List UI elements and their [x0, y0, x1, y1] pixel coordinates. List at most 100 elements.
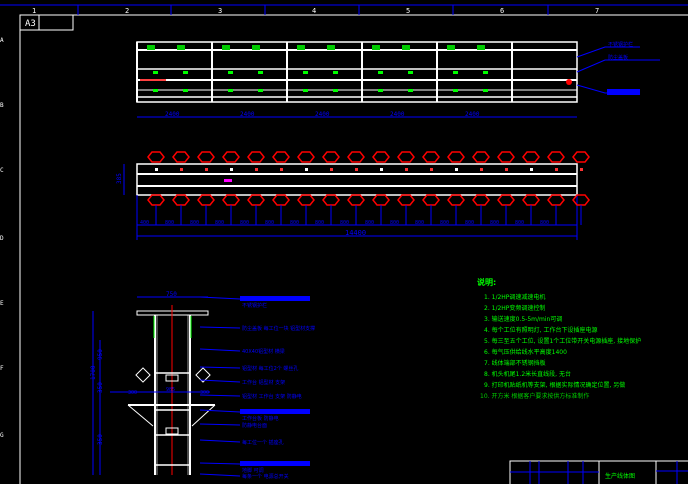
fixture-bottom: [333, 89, 338, 92]
pitch-dim: 800: [440, 220, 449, 226]
roller-icon: [497, 194, 515, 206]
sheet-frame: A3: [0, 4, 688, 484]
station-marker: [505, 168, 508, 171]
roller-icon: [422, 151, 440, 163]
pitch-dim: 800: [540, 220, 549, 226]
side-callout-text: 防尘盖板 每工位一块 铝型材支撑: [242, 325, 315, 332]
roller-icon: [522, 151, 540, 163]
light-fixture: [177, 45, 185, 50]
roller-icon: [472, 151, 490, 163]
light-fixture: [252, 45, 260, 50]
leader-line: [199, 348, 241, 352]
side-callout-text: 工作台 铝型材 支架: [242, 379, 285, 386]
side-vdim-2: 350: [97, 382, 104, 393]
leader-line: [199, 409, 241, 413]
sheet-size-label: A3: [25, 19, 36, 29]
side-callout-text: 不锈钢护栏: [242, 302, 267, 309]
row-label: C: [0, 167, 4, 174]
station-marker: [280, 168, 283, 171]
station-marker: [555, 168, 558, 171]
pitch-dim: 800: [165, 220, 174, 226]
roller-icon: [297, 151, 315, 163]
side-callout-text: 铝型材 工作台 支架 防静电: [242, 393, 302, 400]
light-fixture: [327, 45, 335, 50]
fixture-top: [303, 71, 308, 74]
row-label: E: [0, 300, 4, 307]
roller-icon: [397, 151, 415, 163]
roller-icon: [372, 194, 390, 206]
side-callout-text: 40X40铝型材 横梁: [242, 348, 285, 355]
leader-line: [199, 366, 241, 369]
drawing-title: 生产线体图: [605, 472, 635, 480]
station-marker: [255, 168, 258, 171]
fixture-bottom: [303, 89, 308, 92]
section-length-dim: 2400: [240, 111, 255, 118]
light-fixture: [402, 45, 410, 50]
note-item: 7. 线体端部不锈钢挡板: [484, 359, 546, 367]
note-item: 9. 打印机贴纸机等支架, 根据实际情况确定位置, 另做: [484, 381, 625, 389]
callout-dust-cover: 防尘盖板: [608, 54, 628, 61]
section-length-dim: 2400: [390, 111, 405, 118]
leader-line: [199, 296, 241, 300]
fixture-bottom: [228, 89, 233, 92]
roller-icon: [497, 151, 515, 163]
side-callout-text: 防静电台面: [242, 422, 267, 429]
pitch-dim: 800: [390, 220, 399, 226]
fixture-top: [408, 71, 413, 74]
leader-line: [199, 326, 241, 329]
note-item: 1. 1/2HP调速减速电机: [484, 293, 545, 301]
fixture-top: [183, 71, 188, 74]
pitch-dim: 800: [290, 220, 299, 226]
side-section-view: 750 1700 950 350 350 300 985 300: [90, 291, 216, 475]
side-callout-text: 铝型材 每工位2个 螺丝孔: [242, 365, 298, 372]
pitch-dim: 800: [240, 220, 249, 226]
roller-icon: [222, 194, 240, 206]
side-callout-text: 每工位一个 插座孔: [242, 439, 284, 446]
pitch-dim: 800: [365, 220, 374, 226]
section-length-dim: 2400: [315, 111, 330, 118]
side-callout-text: 每条一个 电源总开关: [242, 473, 289, 480]
column-label: 6: [500, 7, 504, 15]
note-item: 2. 1/2HP变频调速控制: [484, 304, 545, 312]
row-label: D: [0, 235, 4, 242]
station-marker: [480, 168, 483, 171]
station-marker: [305, 168, 308, 171]
pitch-dim: 800: [465, 220, 474, 226]
callout-guardrail: 不锈钢护栏: [608, 41, 633, 48]
fixture-bottom: [183, 89, 188, 92]
fixture-bottom: [258, 89, 263, 92]
leader-line: [199, 379, 241, 383]
station-marker: [155, 168, 158, 171]
roller-icon: [447, 194, 465, 206]
fixture-top: [153, 71, 158, 74]
pitch-dim: 800: [515, 220, 524, 226]
side-vdim-3: 350: [97, 434, 104, 445]
fixture-bottom: [483, 89, 488, 92]
roller-icon: [547, 194, 565, 206]
station-marker: [330, 168, 333, 171]
pitch-dim: 800: [265, 220, 274, 226]
note-item: 4. 每个工位有照明灯, 工作台下设插座电源: [484, 326, 597, 334]
roller-icon: [222, 151, 240, 163]
note-item: 10. 开方米 根据客户要求按供方标准制作: [480, 392, 589, 400]
roller-icon: [272, 151, 290, 163]
roller-icon: [172, 151, 190, 163]
roller-icon: [447, 151, 465, 163]
column-label: 7: [595, 7, 599, 15]
roller-icon: [522, 194, 540, 206]
light-fixture: [447, 45, 455, 50]
light-fixture: [297, 45, 305, 50]
side-mid-dim-center: 985: [166, 387, 175, 393]
title-block: 生产线体图: [509, 460, 688, 484]
side-height-dim: 1700: [90, 365, 97, 380]
station-marker: [380, 168, 383, 171]
leader-line: [199, 439, 241, 443]
fixture-top: [228, 71, 233, 74]
light-fixture: [477, 45, 485, 50]
note-item: 5. 每三至五个工位, 设置1个工位带开关电源插座, 接地保护: [484, 337, 641, 345]
